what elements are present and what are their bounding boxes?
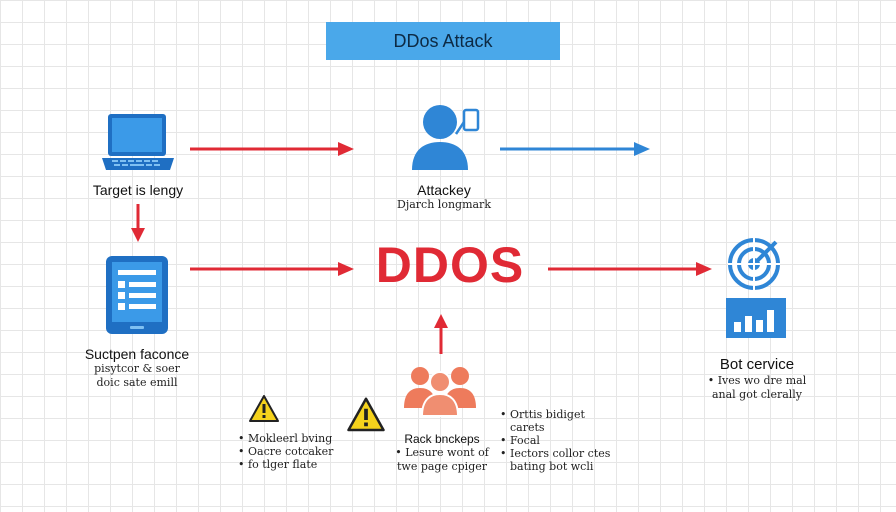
crowd-sub-line: twe page cpiger: [396, 460, 488, 473]
warning-list-item: Oacre cotcaker: [238, 445, 333, 458]
bot-sub-line: anal got clerally: [711, 388, 803, 401]
warning-list-item: fo tlger flate: [238, 458, 333, 471]
tablet-sub-line: doic sate emill: [96, 376, 178, 389]
warning-icon: [347, 397, 385, 432]
arrow-attacker-right: [500, 142, 650, 156]
crowd-label: Rack bnckeps: [404, 432, 480, 446]
tablet-sub-line: pisytcor & soer: [94, 362, 180, 375]
bar-chart-icon: [726, 298, 786, 338]
arrow-ddos-to-bot: [548, 262, 712, 276]
arrow-crowd-up: [434, 314, 448, 354]
tablet-icon: [106, 256, 168, 334]
user-icon: [412, 105, 480, 170]
right-list: • Orttis bidiget carets • Focal • Iector…: [500, 408, 610, 473]
crowd-sub-line: • Lesure wont of: [395, 446, 489, 459]
ddos-center-label: DDOS: [375, 237, 525, 293]
right-list-item: • Orttis bidiget: [500, 408, 585, 421]
tablet-label: Suctpen faconce: [84, 346, 190, 362]
attacker-label: Attackey: [417, 182, 471, 198]
warning-list-item: Mokleerl bving: [238, 432, 333, 445]
right-list-item: • Focal: [500, 434, 540, 447]
bot-sub-line: • Ives wo dre mal: [707, 374, 807, 387]
warning-icon: [249, 395, 279, 422]
crowd-sub: • Lesure wont of twe page cpiger: [372, 446, 512, 474]
crowd-icon: [404, 367, 476, 417]
bot-label: Bot cervice: [719, 356, 795, 373]
bot-sub: • Ives wo dre mal anal got clerally: [684, 374, 830, 402]
radar-icon: [728, 238, 780, 290]
right-list-item: • Iectors collor ctes: [500, 447, 611, 460]
laptop-icon: [102, 114, 174, 170]
tablet-sub: pisytcor & soer doic sate emill: [60, 362, 214, 390]
target-label: Target is lengy: [92, 182, 184, 198]
warning-list: Mokleerl bving Oacre cotcaker fo tlger f…: [238, 432, 333, 471]
attacker-sub: Djarch longmark: [397, 198, 491, 211]
arrow-target-to-attacker: [190, 142, 354, 156]
arrow-target-down: [131, 204, 145, 242]
diagram-title: DDos Attack: [326, 22, 560, 60]
right-list-item: carets: [510, 421, 545, 434]
arrow-tablet-to-ddos: [190, 262, 354, 276]
right-list-item: bating bot wcli: [510, 460, 594, 473]
